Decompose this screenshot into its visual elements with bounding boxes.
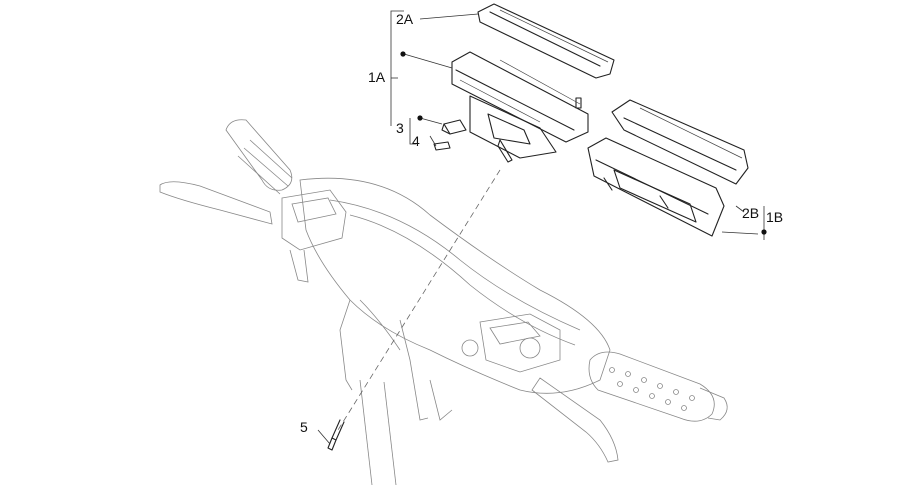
bulb-4 <box>433 141 451 151</box>
left-brake-lever <box>159 181 273 225</box>
left-master-cylinder <box>281 189 347 283</box>
instrument-housing-1b <box>587 137 725 237</box>
bulb-holder-3 <box>441 119 467 135</box>
instrument-housing-1a <box>451 51 589 163</box>
callout-dots <box>400 51 767 235</box>
handlebar-cover <box>299 177 611 421</box>
label-2b: 2B <box>742 205 759 221</box>
assembly-axis-line <box>337 169 501 431</box>
label-3: 3 <box>396 120 404 136</box>
label-4: 4 <box>412 133 420 149</box>
handlebar-assembly <box>159 119 728 485</box>
left-grip <box>225 119 293 195</box>
label-1b: 1B <box>766 209 783 225</box>
label-1a: 1A <box>368 69 386 85</box>
label-2a: 2A <box>396 11 414 27</box>
right-brake-lever <box>531 377 619 463</box>
right-master-cylinder <box>461 313 561 373</box>
label-5: 5 <box>300 419 308 435</box>
leader-lines <box>317 10 765 445</box>
right-grip <box>588 351 728 422</box>
screw-5 <box>327 419 345 451</box>
lens-cover-2b <box>611 99 749 185</box>
lens-cover-2a <box>477 3 615 79</box>
